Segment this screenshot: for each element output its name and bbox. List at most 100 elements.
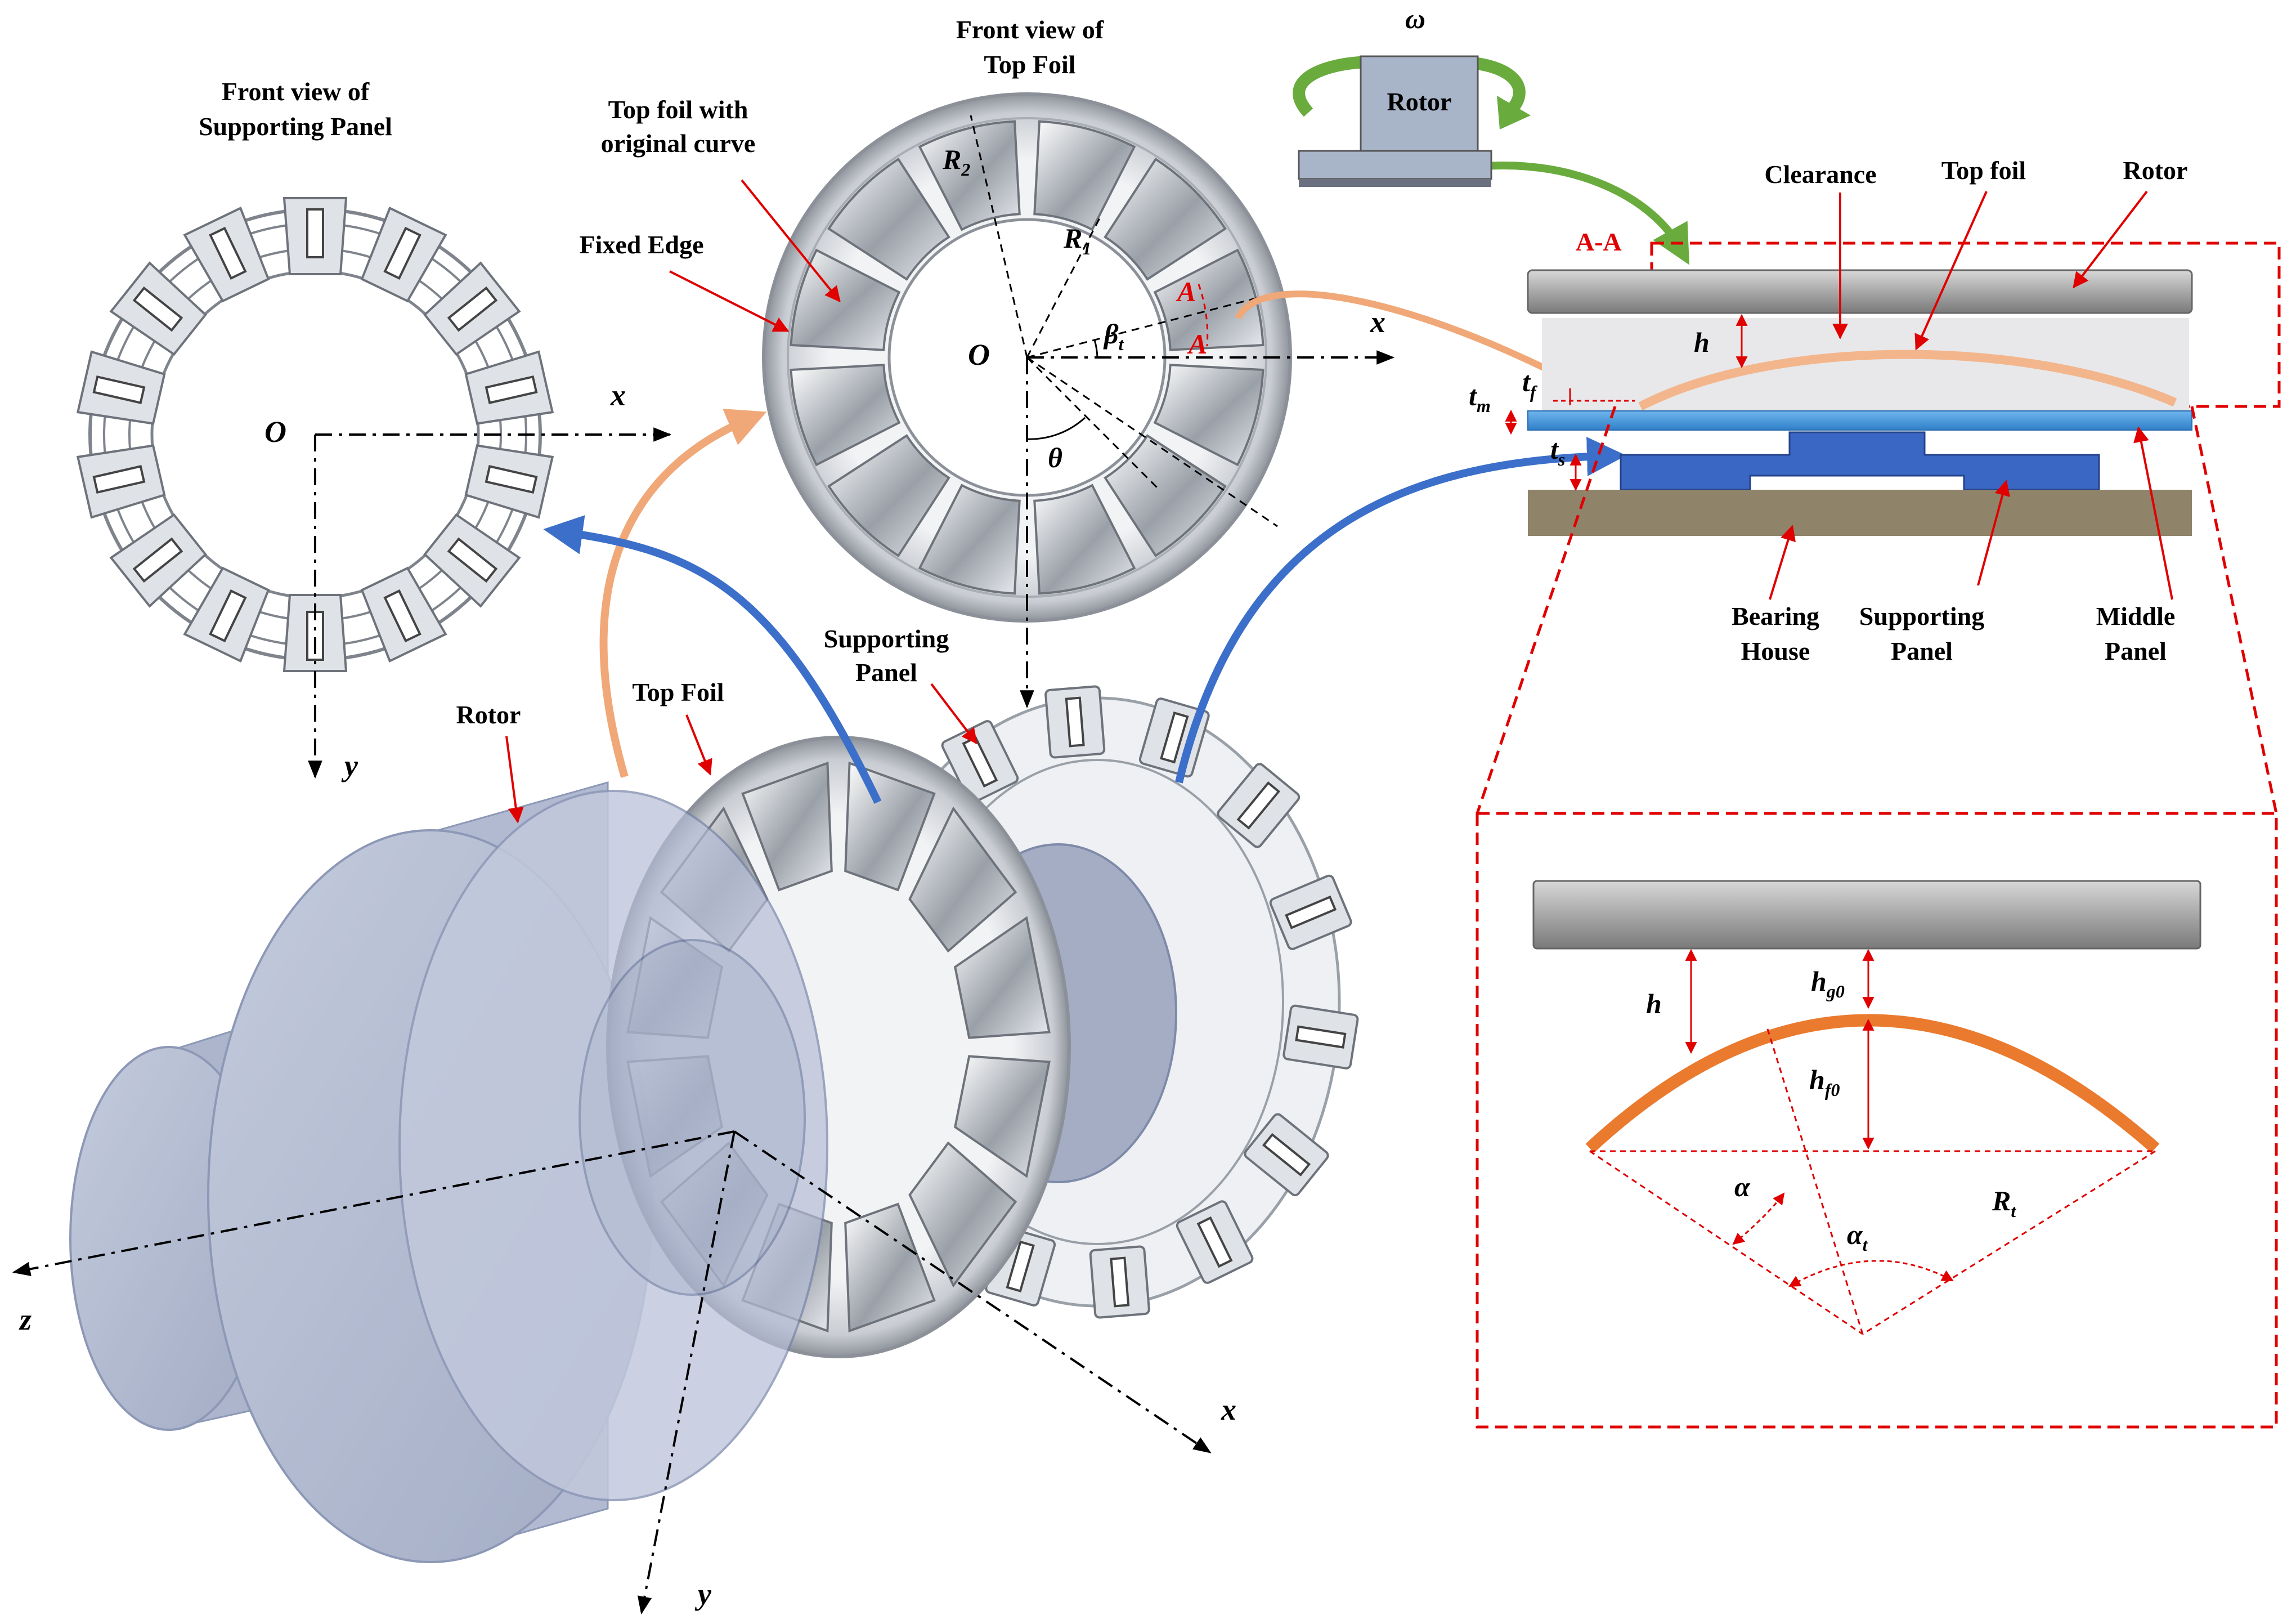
iso-supporting-tab [1138,697,1210,778]
top-foil-curve [1638,350,2177,411]
topfoil-view-title-line2: Top Foil [984,50,1075,79]
detail-rotor-bar [1532,880,2201,950]
zoom-line-right [2190,406,2278,814]
r1-label: R1 [1063,222,1091,258]
top-foil-pad [1153,248,1264,351]
supporting-tab [360,566,447,663]
detail-foil-arc [1585,1014,2160,1153]
section-h-label: h [1694,326,1710,358]
iso-z-axis [12,1130,735,1277]
top-foil-curve-label-line2: original curve [601,129,756,158]
supporting-panel-tabs [76,197,554,672]
topfoil-origin-label: O [968,338,990,372]
top-foil-pad [1153,364,1264,467]
supporting-tab [464,350,554,425]
iso-top-foil-pointer [685,714,712,776]
beta-arc [1093,339,1098,358]
topfoil-theta-line-2 [1026,356,1278,527]
section-a-bottom-label: A [1187,328,1207,360]
rotor-icon: ω Rotor [1293,3,1531,187]
iso-top-foil-label: Top Foil [632,678,724,706]
supporting-tab [109,513,207,608]
detail-view: h hg0 hf0 α αt Rt [1476,812,2278,1429]
supporting-view-title-line2: Supporting Panel [199,112,392,141]
supporting-panel-bar [1620,431,2100,491]
radius-right [1862,1150,2156,1335]
bearing-house-label-line2: House [1741,637,1810,665]
orange-connector-section [1235,290,1611,402]
topfoil-x-label: x [1370,305,1385,339]
rotor-icon-shaft [1360,55,1479,152]
section-top-foil-label: Top foil [1941,156,2026,185]
supporting-tab [423,261,521,356]
zoom-line-left [1476,406,1617,814]
iso-rotor-pointer [505,736,524,824]
theta-label: θ [1048,442,1062,473]
top-foil-curve-label-line1: Top foil with [608,95,748,124]
supporting-panel-label-line1: Supporting [1859,602,1984,630]
top-foil-pad [1033,484,1136,595]
supporting-origin-label: O [264,415,286,449]
bearing-house-bar [1528,490,2192,536]
iso-supporting-label-line1: Supporting [824,624,949,653]
supporting-tab [423,513,521,608]
tm-label: tm [1469,380,1491,416]
top-foil-pad [918,484,1021,595]
top-foil-pad [827,434,950,557]
iso-top-foil-pad [908,1141,1017,1288]
supporting-tab [360,206,447,303]
alpha-arc [1732,1192,1785,1245]
rotor-icon-shadow [1299,179,1491,187]
iso-supporting-tab [1217,763,1301,848]
middle-panel-pointer [2133,426,2173,600]
supporting-y-label: y [341,749,358,782]
tf-label: tf [1522,366,1538,402]
bearing-house-pointer [1769,525,1796,600]
green-connector-rotor [1485,162,1690,265]
iso-top-foil-pad [953,1055,1051,1178]
rt-label: Rt [1992,1185,2016,1221]
topfoil-beta-line [1026,292,1278,359]
supporting-x-label: x [610,378,626,412]
omega-label: ω [1405,3,1425,34]
supporting-tab [464,444,554,519]
top-foil-pad [790,364,901,467]
iso-supporting-tab [1044,685,1106,759]
supporting-tab [183,206,270,303]
iso-supporting-tab [1176,1200,1254,1284]
section-a-a: A-A Clearance Top foil Rotor h tf tm ts … [1469,156,2281,814]
hf0-label: hf0 [1809,1064,1840,1100]
iso-supporting-tab [1244,1113,1329,1197]
iso-y-label: y [694,1577,712,1611]
supporting-panel-pointer [1977,480,2010,586]
alpha-label: α [1734,1171,1751,1202]
supporting-view-title-line1: Front view of [222,77,370,106]
iso-top-foil-pad [953,916,1051,1039]
iso-supporting-pointer [930,683,977,745]
isometric-assembly: z x y Rotor Top Foil Supporting Panel [12,624,1359,1615]
supporting-tab [76,350,166,425]
theta-arc [1026,417,1086,440]
iso-top-foil-pad [844,761,936,892]
top-foil-pad [827,158,950,281]
hg0-label: hg0 [1811,965,1845,1001]
section-rotor-label: Rotor [2123,156,2188,185]
supporting-panel-label-line2: Panel [1891,637,1953,665]
iso-rotor-label: Rotor [456,700,521,729]
section-a-top-label: A [1176,276,1196,307]
iso-z-label: z [19,1303,32,1336]
top-foil-pad [1033,120,1136,231]
rotation-arrowhead [1497,96,1531,129]
section-a-arc [1198,284,1209,347]
fixed-edge-pointer [669,270,790,332]
supporting-tab [282,197,348,275]
iso-y-axis [637,1131,736,1615]
blue-connector-supporting [543,515,882,804]
iso-supporting-tab [1089,1245,1150,1319]
top-foil-pad [1104,158,1227,281]
top-foil-pad [918,120,1021,231]
iso-supporting-tab [1282,1004,1359,1070]
radius-left [1589,1150,1863,1335]
middle-panel-bar [1527,410,2192,431]
